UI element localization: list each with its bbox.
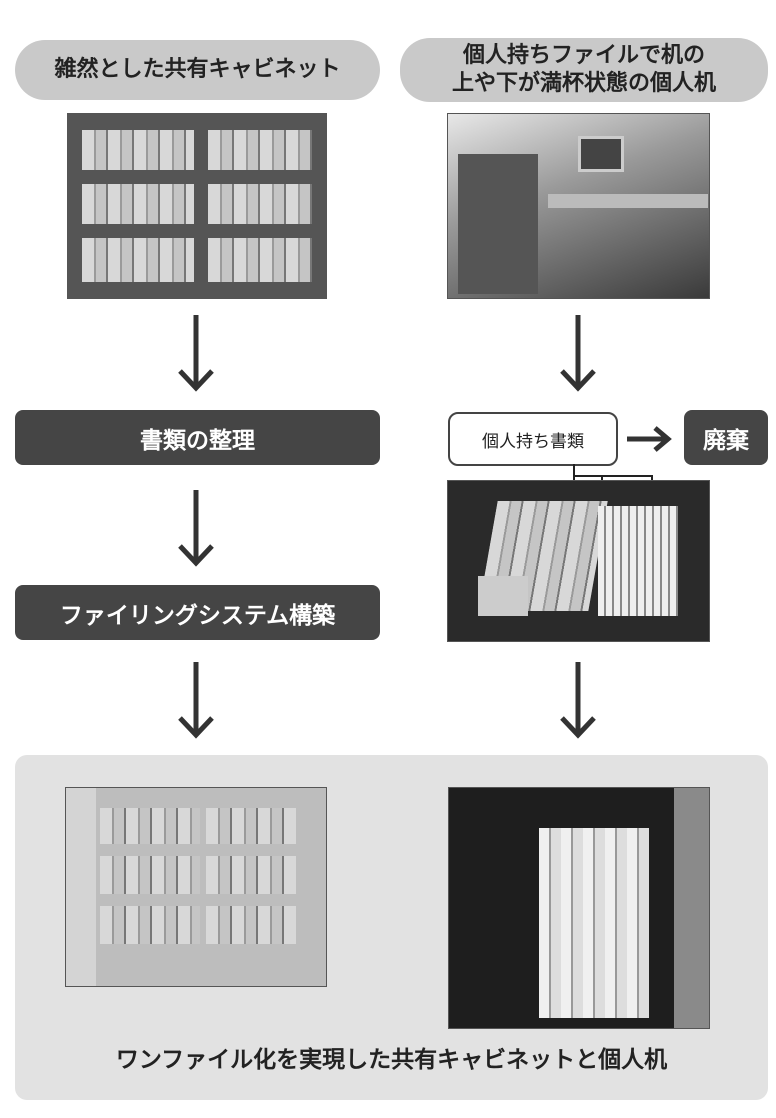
label-messy-cabinet: 雑然とした共有キャビネット: [15, 40, 380, 100]
label-line-2: 上や下が満杯状態の個人机: [451, 71, 716, 96]
step-discard: 廃棄: [684, 410, 768, 465]
step-text: 個人持ち書類: [482, 431, 584, 452]
personal-docs-box: 個人持ち書類: [448, 412, 618, 466]
label-cluttered-desk: 個人持ちファイルで机の上や下が満杯状態の個人机: [400, 38, 768, 102]
step-text: ファイリングシステム構築: [59, 602, 336, 629]
arrow-down-icon: [178, 315, 214, 392]
step-text: 書類の整理: [140, 427, 255, 454]
arrow-down-icon: [560, 662, 596, 739]
result-caption: ワンファイル化を実現した共有キャビネットと個人机: [115, 1047, 668, 1073]
photo-desk-drawer: [447, 480, 710, 642]
arrow-down-icon: [560, 315, 596, 392]
arrow-down-icon: [178, 662, 214, 739]
photo-messy-cabinet: [67, 113, 327, 299]
photo-organized-cabinet: [65, 787, 327, 987]
label-line-1: 個人持ちファイルで机の: [462, 43, 705, 68]
step-text: 廃棄: [703, 427, 749, 454]
step-filing-system: ファイリングシステム構築: [15, 585, 380, 640]
step-organize: 書類の整理: [15, 410, 380, 465]
arrow-right-icon: [627, 426, 672, 452]
label-text: 雑然とした共有キャビネット: [54, 57, 341, 82]
photo-organized-desk: [448, 787, 710, 1029]
arrow-down-icon: [178, 490, 214, 567]
photo-cluttered-desk: [447, 113, 710, 299]
